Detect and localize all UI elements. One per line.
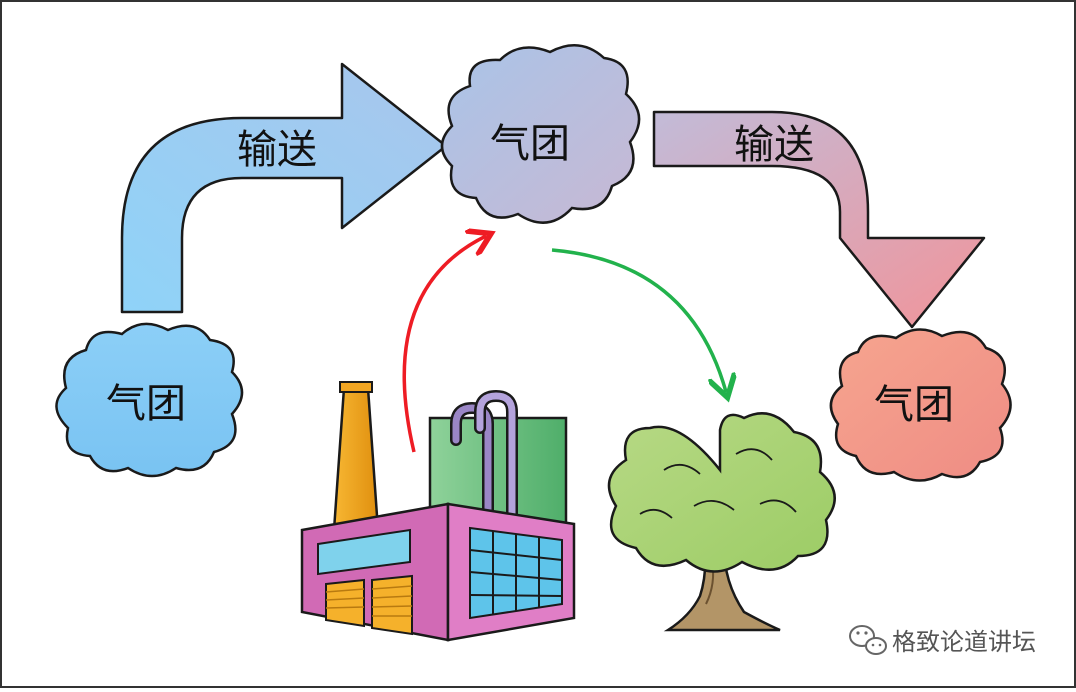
source-air-mass-label: 气团 bbox=[106, 381, 186, 427]
wechat-icon bbox=[849, 625, 887, 655]
watermark: 格致论道讲坛 bbox=[849, 625, 1036, 656]
factory-window bbox=[317, 528, 411, 576]
tree-trunk bbox=[663, 536, 781, 632]
factory-illustration bbox=[300, 381, 576, 642]
transport-out-label: 输送 bbox=[734, 122, 814, 168]
transport-arrow-out: 输送 bbox=[652, 110, 986, 329]
central-air-mass-label: 气团 bbox=[490, 121, 570, 167]
transport-arrow-in: 输送 bbox=[120, 62, 448, 314]
factory-window-grid bbox=[469, 526, 563, 620]
watermark-text: 格致论道讲坛 bbox=[892, 628, 1036, 656]
tree-canopy bbox=[607, 412, 836, 573]
destination-air-mass-label: 气团 bbox=[874, 382, 954, 428]
destination-air-mass-cloud: 气团 bbox=[829, 328, 1012, 482]
emission-arrow bbox=[402, 236, 486, 453]
tree-illustration bbox=[607, 412, 836, 632]
factory-garage-doors bbox=[325, 574, 413, 636]
transport-in-label: 输送 bbox=[237, 127, 317, 173]
source-air-mass-cloud: 气团 bbox=[55, 322, 244, 478]
central-air-mass-cloud: 气团 bbox=[440, 44, 641, 224]
deposition-arrow bbox=[551, 248, 726, 392]
